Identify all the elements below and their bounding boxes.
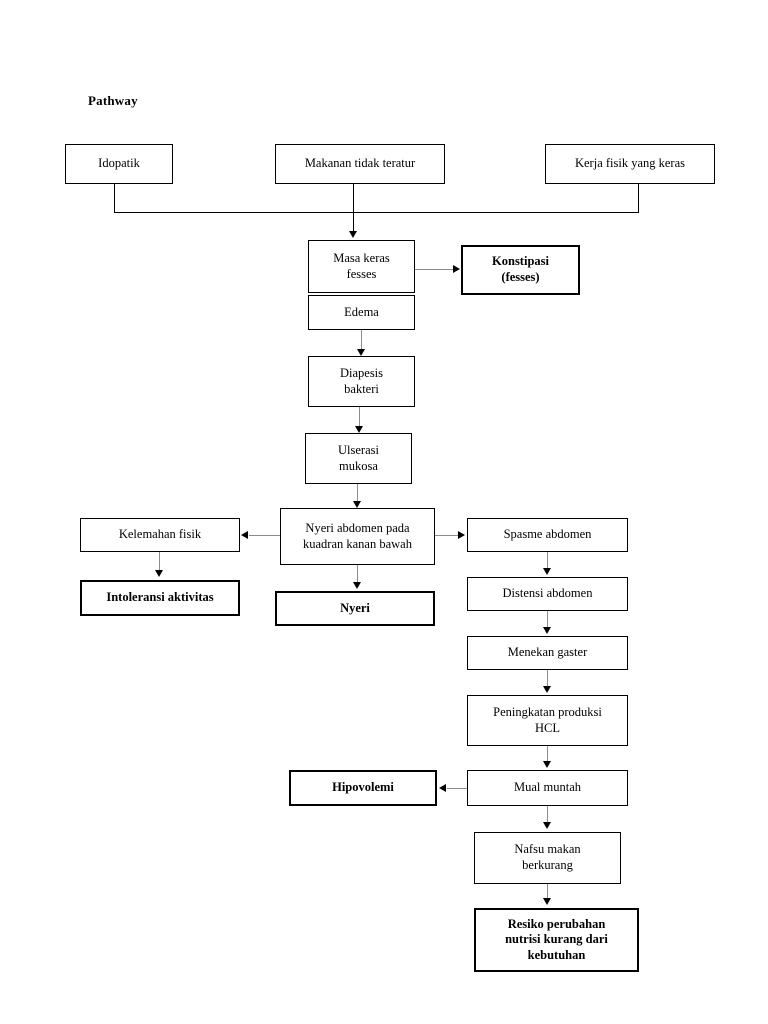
arrow-into-ulserasi [355, 426, 363, 433]
node-label: Hipovolemi [332, 780, 394, 795]
node-idopatik[interactable]: Idopatik [65, 144, 173, 184]
arrow-into-nyeri [353, 582, 361, 589]
arrow-into-hipovolemi [439, 784, 446, 792]
node-label: Edema [344, 304, 379, 319]
arrow-into-masa-keras [349, 231, 357, 238]
arrow-into-diapesis [357, 349, 365, 356]
node-label: Nyeri [340, 600, 370, 615]
arrow-into-kelemahan [241, 531, 248, 539]
arrow-into-hcl [543, 686, 551, 693]
connector-idopatik-stem [114, 184, 115, 213]
arrow-into-mual-muntah [543, 761, 551, 768]
connector-hcl-to-mual-muntah [547, 746, 548, 761]
connector-nyeri-abdomen-to-kelemahan [249, 535, 280, 536]
node-label: Kerja fisik yang keras [574, 156, 686, 171]
node-kelemahan-fisik[interactable]: Kelemahan fisik [80, 518, 240, 552]
connector-mual-muntah-to-nafsu-makan [547, 806, 548, 823]
node-label: Mual muntah [513, 780, 581, 795]
connector-kerja-stem [638, 184, 639, 213]
arrow-into-nyeri-abdomen [353, 501, 361, 508]
arrow-into-konstipasi [453, 265, 460, 273]
node-label: Idopatik [98, 156, 140, 171]
node-label: Konstipasi(fesses) [492, 254, 549, 284]
arrow-into-spasme [458, 531, 465, 539]
node-makanan-tidak-teratur[interactable]: Makanan tidak teratur [275, 144, 445, 184]
connector-masa-to-konstipasi [415, 269, 454, 270]
node-label: Distensi abdomen [502, 586, 593, 601]
node-menekan-gaster[interactable]: Menekan gaster [467, 636, 628, 670]
node-label: Menekan gaster [507, 645, 588, 660]
node-label: Makanan tidak teratur [304, 156, 416, 171]
node-intoleransi-aktivitas[interactable]: Intoleransi aktivitas [80, 580, 240, 616]
connector-edema-to-diapesis [361, 330, 362, 353]
connector-nafsu-makan-to-resiko [547, 884, 548, 900]
connector-mual-muntah-to-hipovolemi [447, 788, 467, 789]
page-title: Pathway [88, 93, 138, 108]
connector-ulserasi-to-nyeri-abdomen [357, 484, 358, 504]
node-kerja-fisik-yang-keras[interactable]: Kerja fisik yang keras [545, 144, 715, 184]
node-label: Intoleransi aktivitas [106, 590, 214, 605]
arrow-into-menekan-gaster [543, 627, 551, 634]
arrow-into-nafsu-makan [543, 822, 551, 829]
connector-nyeri-abdomen-to-spasme [435, 535, 459, 536]
connector-nyeri-abdomen-to-nyeri [357, 565, 358, 585]
connector-makanan-stem [353, 184, 354, 234]
node-edema[interactable]: Edema [308, 295, 415, 330]
node-hipovolemi[interactable]: Hipovolemi [289, 770, 437, 806]
node-label: Kelemahan fisik [118, 527, 202, 542]
connector-diapesis-to-ulserasi [359, 407, 360, 429]
arrow-into-resiko-nutrisi [543, 898, 551, 905]
node-nyeri[interactable]: Nyeri [275, 591, 435, 626]
connector-distensi-to-menekan-gaster [547, 611, 548, 628]
arrow-into-intoleransi [155, 570, 163, 577]
node-konstipasi-fesses[interactable]: Konstipasi(fesses) [461, 245, 580, 295]
connector-kelemahan-to-intoleransi [159, 552, 160, 573]
connector-top-bus [114, 212, 639, 213]
node-spasme-abdomen[interactable]: Spasme abdomen [467, 518, 628, 552]
node-mual-muntah[interactable]: Mual muntah [467, 770, 628, 806]
node-label: Spasme abdomen [503, 527, 592, 542]
connector-spasme-to-distensi [547, 552, 548, 570]
node-distensi-abdomen[interactable]: Distensi abdomen [467, 577, 628, 611]
connector-menekan-gaster-to-hcl [547, 670, 548, 687]
arrow-into-distensi [543, 568, 551, 575]
